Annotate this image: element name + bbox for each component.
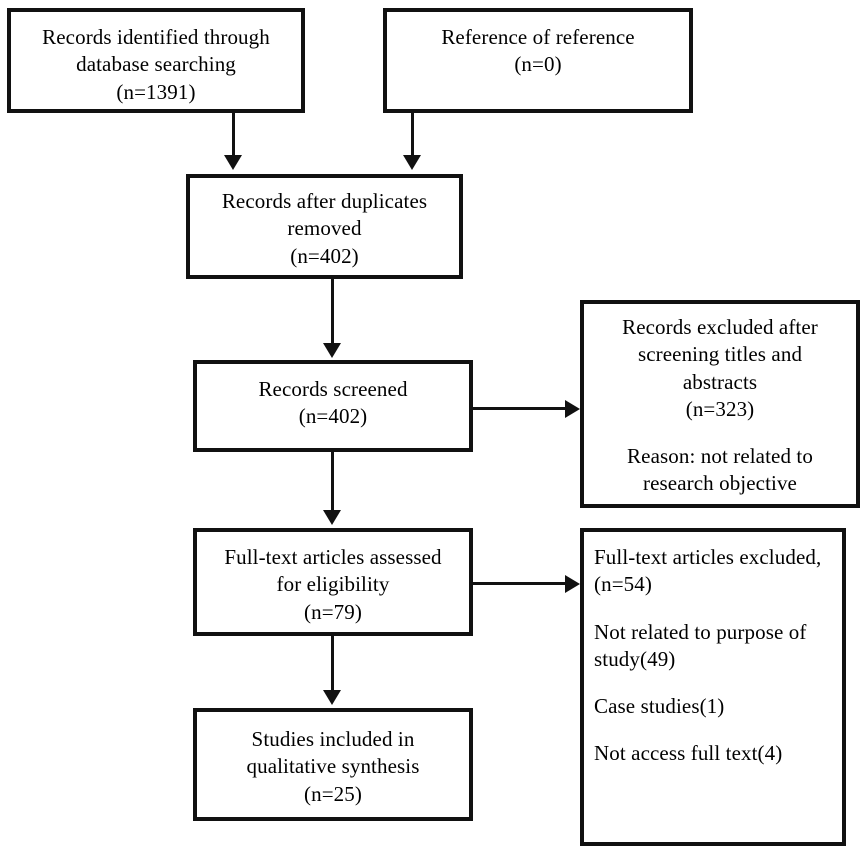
node-count: (n=402) [298, 404, 368, 429]
arrow-head-right-icon [565, 400, 580, 418]
node-reason-line: Not related to purpose of [594, 619, 807, 644]
node-reason-line: Case studies(1) [594, 694, 725, 719]
node-line-spacer [594, 599, 832, 619]
node-text-block: Reference of reference (n=0) [387, 24, 689, 79]
connector-reference-to-duplicates [411, 113, 414, 157]
arrow-head-right-icon [565, 575, 580, 593]
arrow-head-down-icon [403, 155, 421, 170]
node-line: Full-text articles assessed [224, 545, 442, 569]
node-line: Records excluded after [622, 315, 818, 339]
arrow-head-down-icon [323, 343, 341, 358]
node-count: (n=79) [304, 599, 362, 624]
connector-screened-to-fulltext [331, 452, 334, 512]
node-count: (n=323) [685, 396, 755, 421]
node-line: database searching [76, 52, 236, 77]
node-line: Studies included in [251, 727, 415, 751]
node-line-spacer [590, 423, 850, 443]
arrow-head-down-icon [323, 690, 341, 705]
node-records-excluded-after-screening: Records excluded after screening titles … [580, 300, 860, 508]
node-count: (n=1391) [116, 79, 196, 104]
node-text-block: Studies included in qualitative synthesi… [197, 726, 469, 808]
node-text-block: Records excluded after screening titles … [584, 314, 856, 498]
node-line: Records identified through [42, 25, 270, 49]
connector-fulltext-to-excluded [473, 582, 567, 585]
node-line: removed [287, 216, 362, 241]
arrow-head-down-icon [323, 510, 341, 525]
node-line: Full-text articles excluded, [594, 545, 822, 569]
node-text-block: Records identified through database sear… [11, 24, 301, 106]
node-line: abstracts [682, 369, 758, 394]
node-records-identified-database-searching: Records identified through database sear… [7, 8, 305, 113]
node-count: (n=0) [514, 52, 562, 77]
node-fulltext-articles-excluded: Full-text articles excluded, (n=54) Not … [580, 528, 846, 846]
node-line-spacer [594, 673, 832, 693]
connector-screened-to-excluded [473, 407, 567, 410]
node-count: (n=25) [304, 781, 362, 806]
node-reference-of-reference: Reference of reference (n=0) [383, 8, 693, 113]
node-reason-line: study(49) [594, 646, 676, 671]
node-line: qualitative synthesis [246, 754, 420, 779]
node-studies-included-qualitative-synthesis: Studies included in qualitative synthesi… [193, 708, 473, 821]
node-line: screening titles and [637, 342, 803, 367]
node-line-spacer [594, 720, 832, 740]
node-records-after-duplicates-removed: Records after duplicates removed (n=402) [186, 174, 463, 279]
node-text-block: Records after duplicates removed (n=402) [190, 188, 459, 270]
connector-duplicates-to-screened [331, 279, 334, 345]
connector-database-to-duplicates [232, 113, 235, 157]
connector-fulltext-to-included [331, 636, 334, 692]
node-count: (n=402) [290, 243, 359, 268]
node-text-block: Full-text articles assessed for eligibil… [197, 544, 469, 626]
node-reason-line: Not access full text(4) [594, 741, 783, 766]
node-count: (n=54) [594, 572, 652, 597]
node-line: for eligibility [276, 572, 390, 597]
node-text-block: Full-text articles excluded, (n=54) Not … [584, 544, 842, 768]
node-reason-line: research objective [643, 471, 797, 496]
node-reason-line: Reason: not related to [627, 444, 813, 469]
node-line: Reference of reference [441, 25, 635, 49]
node-line: Records screened [258, 377, 408, 401]
node-line: Records after duplicates [221, 189, 428, 213]
arrow-head-down-icon [224, 155, 242, 170]
node-text-block: Records screened (n=402) [197, 376, 469, 431]
node-fulltext-articles-assessed: Full-text articles assessed for eligibil… [193, 528, 473, 636]
node-records-screened: Records screened (n=402) [193, 360, 473, 452]
